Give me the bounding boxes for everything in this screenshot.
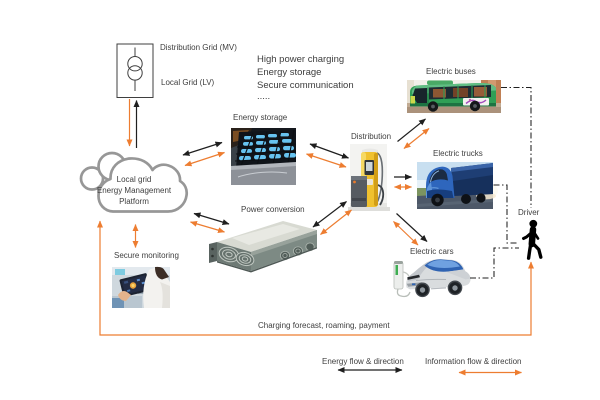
legend-energy-label: Energy flow & direction — [322, 357, 404, 366]
driver-icon — [522, 219, 543, 260]
arrow-energy-cloud-power — [193, 212, 230, 226]
flow-arrows — [97, 99, 534, 336]
legend-information-label: Information flow & direction — [425, 357, 522, 366]
cloud-label-line2: Energy Management — [96, 186, 172, 195]
driver-label: Driver — [518, 208, 540, 217]
note-line-1: High power charging — [257, 54, 345, 65]
distribution-grid-label: Distribution Grid (MV) — [160, 43, 237, 52]
arrow-energy-distribution-buses — [397, 118, 426, 142]
arrow-energy-power-distribution — [312, 201, 347, 228]
link-buses-driver — [501, 86, 532, 208]
electric-cars-image — [393, 258, 471, 298]
arrow-energy-storage-distribution — [309, 143, 349, 159]
arrow-energy-cloud-storage — [182, 141, 223, 156]
electric-buses-image — [407, 80, 501, 113]
arrow-info-storage-distribution — [306, 153, 347, 168]
energy-storage-image — [231, 128, 297, 185]
transformer-symbol — [116, 43, 154, 98]
note-line-2: Energy storage — [257, 67, 322, 78]
arrow-info-distribution-buses — [403, 128, 430, 149]
secure-monitoring-label: Secure monitoring — [114, 251, 179, 260]
electric-cars-label: Electric cars — [410, 247, 454, 256]
energy-storage-label: Energy storage — [233, 113, 288, 122]
cloud-label-line1: Local grid — [116, 175, 152, 184]
cloud-label-line3: Platform — [119, 197, 149, 206]
secure-monitoring-image — [112, 266, 170, 308]
local-grid-label: Local Grid (LV) — [161, 78, 215, 87]
electric-trucks-image — [417, 162, 498, 209]
link-trucks-driver — [493, 184, 519, 244]
note-line-3: Secure communication — [257, 80, 354, 91]
distribution-label: Distribution — [351, 132, 392, 141]
distribution-image — [348, 144, 390, 211]
arrow-info-power-distribution — [320, 209, 352, 235]
charging-forecast-label: Charging forecast, roaming, payment — [258, 321, 390, 330]
arrow-info-cloud-power — [190, 220, 225, 234]
power-conversion-image — [209, 221, 317, 273]
cloud-label: Local grid Energy Management Platform — [90, 174, 178, 207]
electric-trucks-label: Electric trucks — [433, 149, 483, 158]
electric-buses-label: Electric buses — [426, 67, 476, 76]
note-line-4: ..... — [257, 91, 271, 102]
arrow-info-distribution-cars — [393, 221, 419, 246]
cloud-shape — [79, 151, 189, 213]
power-conversion-label: Power conversion — [241, 205, 305, 214]
driver-links — [470, 86, 532, 279]
link-cars-driver — [470, 247, 519, 279]
arrow-energy-distribution-cars — [396, 213, 428, 242]
arrow-info-forecast-loop — [97, 220, 534, 336]
legend-arrows — [337, 367, 522, 376]
arrow-info-cloud-storage — [184, 151, 225, 167]
